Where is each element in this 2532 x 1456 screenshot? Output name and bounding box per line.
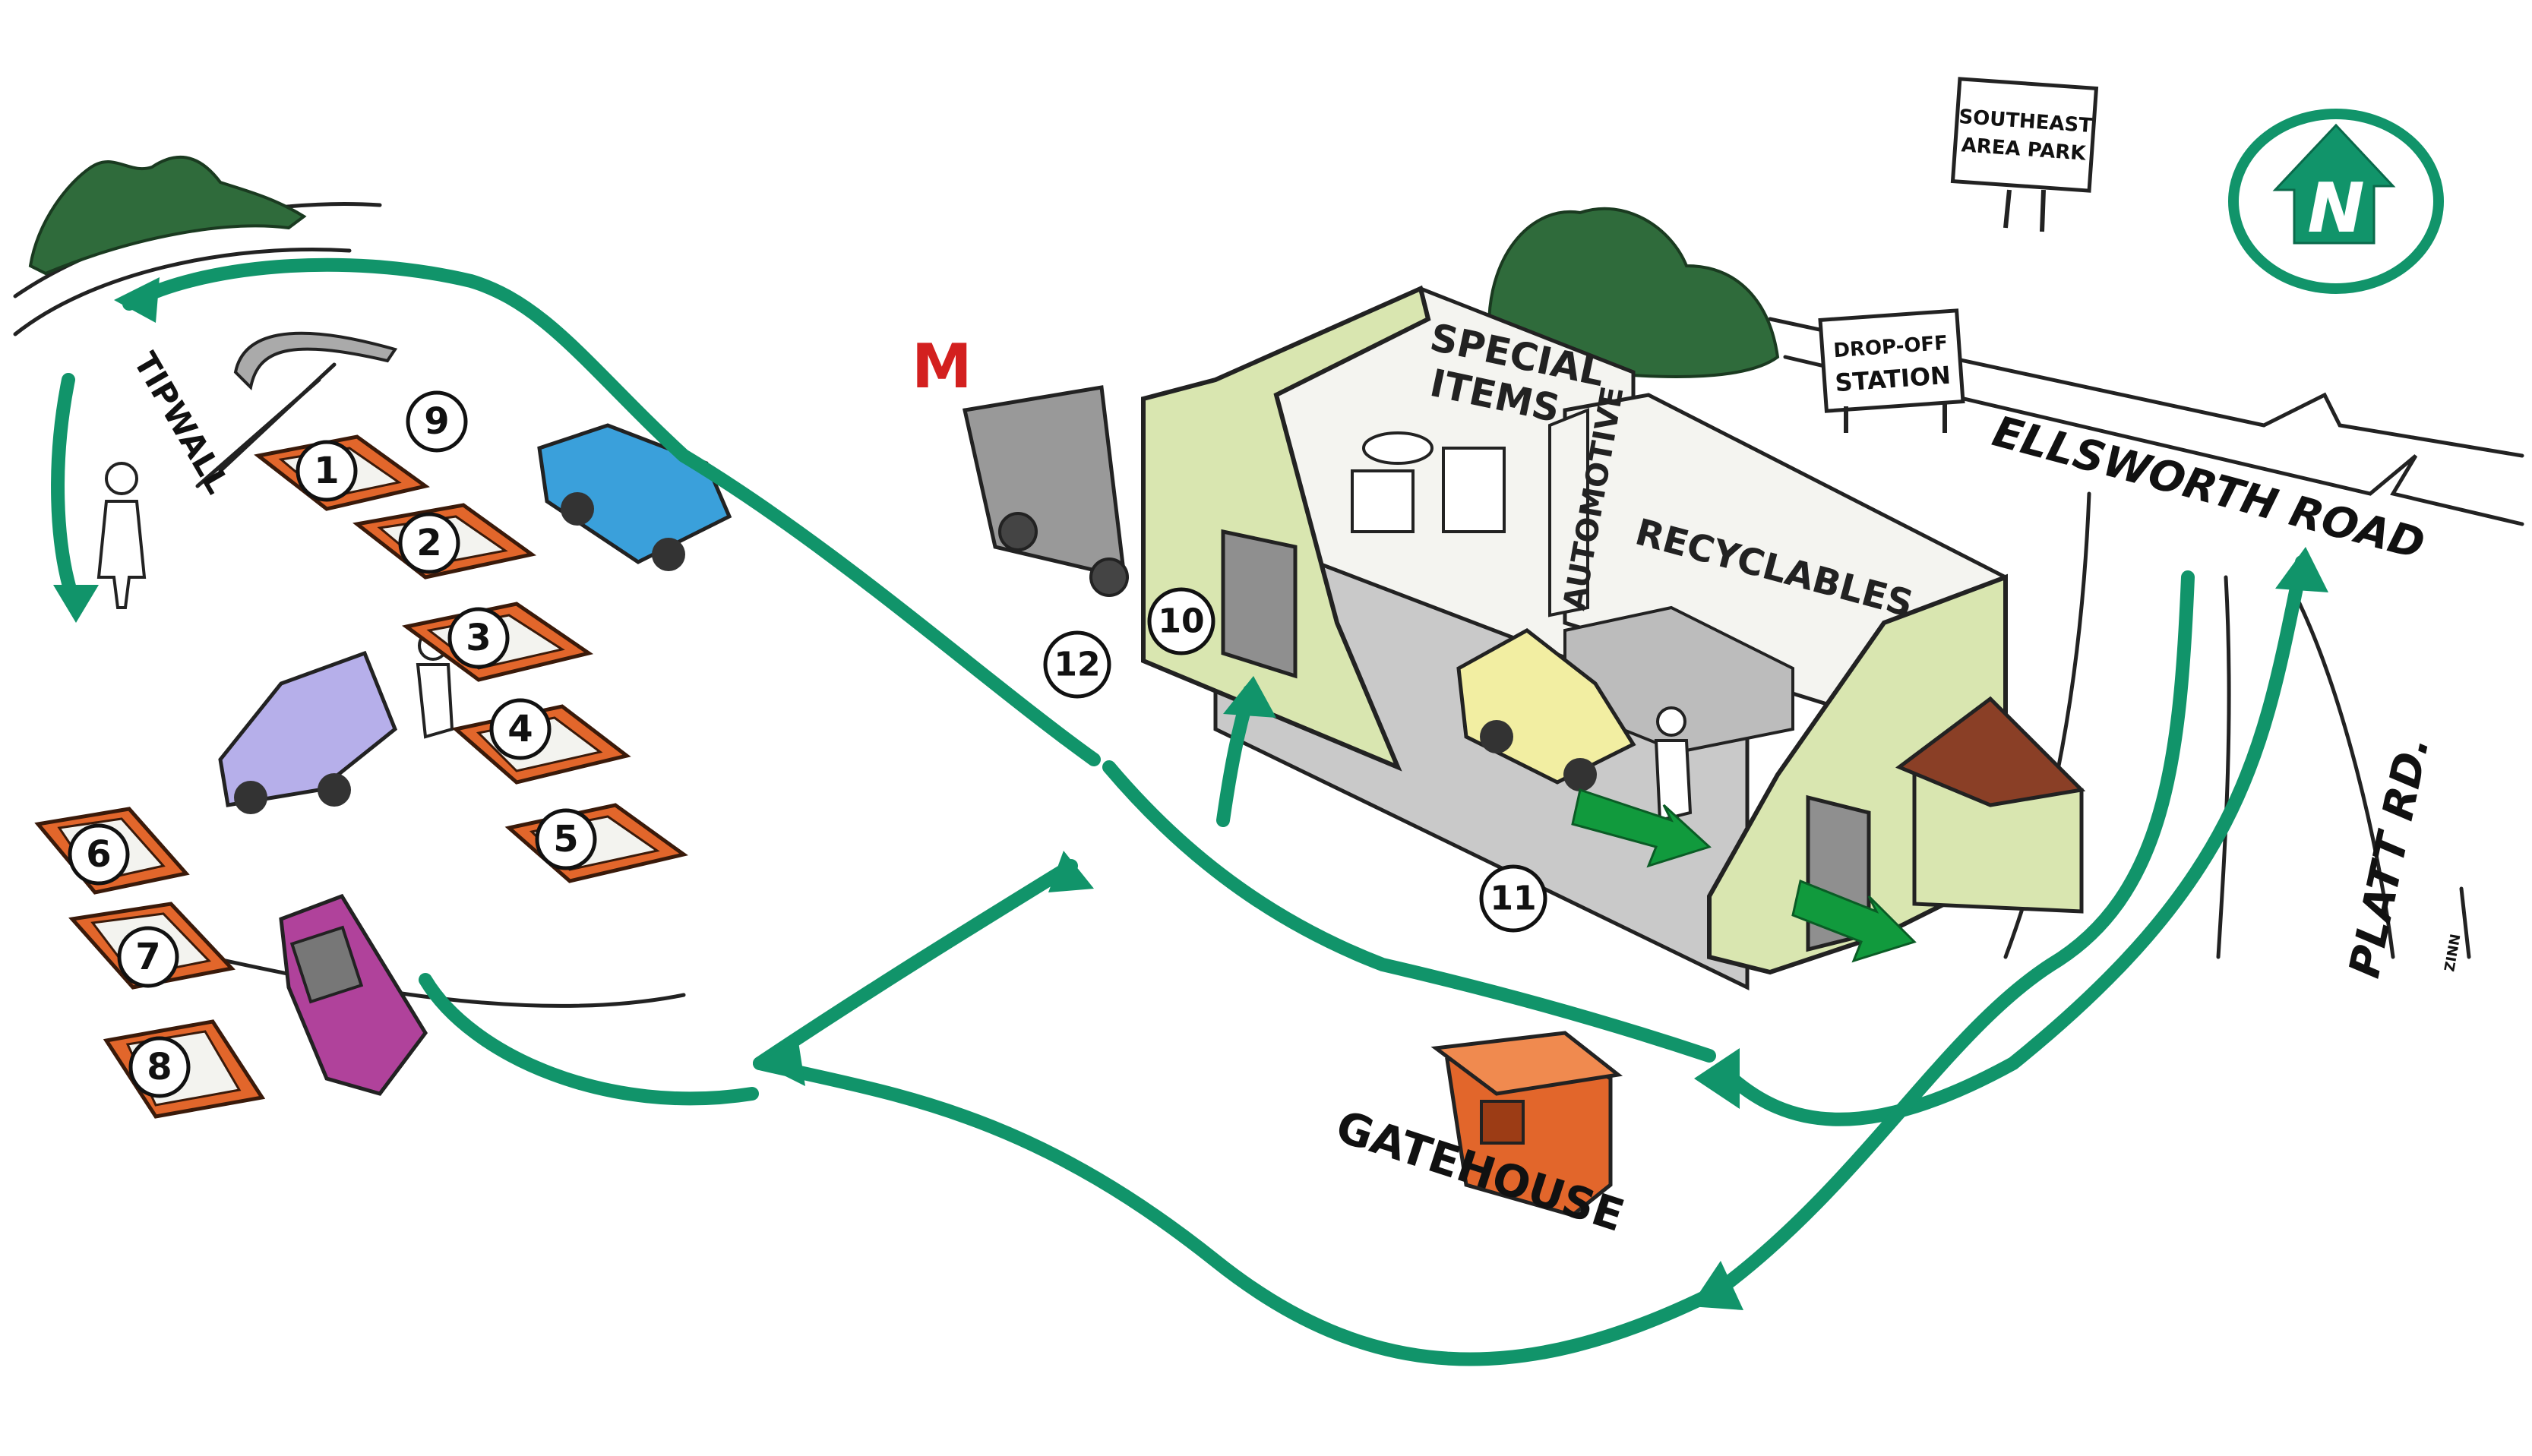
marker-4: 4	[489, 698, 552, 760]
southeast-area-park-sign: SOUTHEAST AREA PARK	[1950, 77, 2099, 232]
person-icon	[96, 462, 147, 609]
artist-signature: ZINN	[2442, 933, 2464, 973]
dropoff-building: SPECIAL ITEMS AUTOMOTIVE RECYCLABLES	[1141, 285, 2086, 990]
svg-text:10: 10	[1158, 602, 1204, 641]
dropoff-station-sign: DROP-OFF STATION	[1818, 308, 1965, 433]
gatehouse	[1430, 1031, 1623, 1218]
svg-text:11: 11	[1490, 880, 1536, 918]
marker-6: 6	[68, 823, 130, 886]
car-icon	[1456, 628, 1636, 791]
tipwall-label: TIPWALL	[126, 346, 236, 500]
marker-1: 1	[296, 440, 358, 502]
numbered-markers: 1 2 3 4 5 6 7 8 9 10 11 12	[68, 390, 1547, 1098]
m-marker: M	[912, 331, 972, 402]
tipwall	[195, 331, 398, 488]
marker-9: 9	[406, 390, 468, 453]
marker-7: 7	[117, 926, 179, 988]
tree-icon	[28, 156, 307, 276]
svg-text:7: 7	[135, 936, 160, 978]
ellsworth-road-label: ELLSWORTH ROAD	[1987, 407, 2429, 570]
svg-text:2: 2	[416, 522, 441, 564]
svg-text:8: 8	[147, 1046, 172, 1088]
marker-12: 12	[1043, 630, 1111, 699]
car-icon	[537, 423, 732, 571]
svg-text:3: 3	[466, 617, 491, 659]
truck-icon	[962, 385, 1129, 597]
car-icon	[218, 650, 398, 814]
marker-2: 2	[398, 512, 460, 574]
traffic-route	[51, 257, 2328, 1366]
exit-arrows	[1571, 788, 1917, 963]
svg-text:5: 5	[553, 818, 578, 861]
truck-icon	[279, 893, 428, 1096]
svg-text:4: 4	[507, 708, 533, 750]
svg-text:12: 12	[1054, 646, 1100, 684]
marker-5: 5	[535, 808, 597, 870]
marker-8: 8	[128, 1036, 191, 1098]
person-icon	[1654, 706, 1693, 823]
marker-3: 3	[447, 607, 510, 669]
north-letter: N	[2307, 169, 2364, 248]
svg-text:1: 1	[314, 450, 339, 492]
svg-text:6: 6	[86, 833, 111, 876]
north-arrow-icon: N	[2228, 109, 2444, 294]
marker-10: 10	[1147, 587, 1215, 655]
marker-11: 11	[1479, 864, 1547, 933]
svg-text:9: 9	[424, 400, 449, 443]
